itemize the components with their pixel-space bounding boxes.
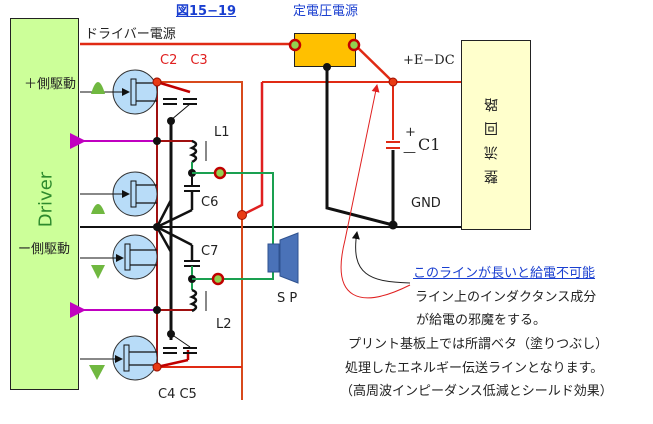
transistor-q3 (80, 234, 158, 280)
warning-link-text[interactable]: このラインが長いと給電不可能 (413, 266, 596, 281)
l2-label: L2 (216, 317, 232, 332)
rectifier-block: 整流回路 (461, 40, 531, 230)
transistor-q2 (80, 171, 158, 217)
gnd-node (388, 220, 398, 230)
regulator-input-terminal (288, 38, 302, 52)
note-line-1: ライン上のインダクタンス成分 (415, 290, 597, 305)
c4-c5-label: C4 C5 (158, 387, 197, 402)
power-junction (237, 210, 247, 220)
c1-plus-label: + (405, 125, 416, 140)
plus-side-drive-label: ＋側駆動 (24, 77, 77, 92)
dc-to-node-line (241, 82, 264, 217)
output-terminal-upper (213, 166, 227, 180)
l2-inductor (188, 288, 198, 313)
note-line-3: プリント基板上では所謂ベタ（塗りつぶし） (348, 337, 609, 352)
c6-label: C6 (201, 195, 219, 210)
regulator-label: 定電圧電源 (293, 4, 359, 19)
upper-power-rail (157, 81, 243, 400)
star-gnd-node (153, 223, 161, 231)
driver-power-label: ドライバー電源 (85, 27, 176, 42)
pulse-positive-icon (91, 82, 105, 94)
regulator-output-line (353, 43, 394, 83)
c2-c3-label: C2 C3 (160, 53, 208, 68)
minus-side-drive-label: ー側駆動 (18, 242, 71, 257)
warning-link[interactable]: このラインが長いと給電不可能 (413, 262, 595, 285)
driver-block: Driver (10, 18, 79, 390)
gnd-label: GND (411, 196, 441, 211)
l1-inductor (188, 139, 198, 164)
output-terminal-lower (211, 272, 225, 286)
pulse-negative-icon (91, 265, 105, 279)
transistor-q1 (80, 69, 158, 115)
speaker-label: S P (277, 291, 298, 306)
figure-title: 図15−19 (176, 4, 237, 19)
speaker-wire-lower (192, 270, 274, 280)
regulator-gnd-node (323, 63, 331, 71)
regulator-gnd-line (325, 67, 394, 227)
speaker-icon (267, 232, 299, 284)
pulse-negative-icon (89, 365, 105, 380)
note-line-2: が給電の邪魔をする。 (416, 313, 547, 328)
annotation-arrow-red (340, 84, 411, 299)
regulator-output-terminal (347, 38, 361, 52)
dc-node (388, 77, 398, 87)
c1-label: C1 (418, 135, 441, 154)
transistor-q4 (80, 335, 158, 381)
dc-label: +E−DC (403, 53, 455, 68)
annotation-arrow-black (351, 231, 411, 284)
note-line-5: （高周波インピーダンス低減とシールド効果） (340, 384, 613, 399)
c7-label: C7 (201, 244, 219, 259)
l1-label: L1 (214, 125, 230, 140)
c1-minus-label: — (403, 145, 416, 160)
pulse-positive-icon (91, 204, 105, 214)
note-line-4: 処理したエネルギー伝送ラインとなります。 (345, 361, 604, 376)
